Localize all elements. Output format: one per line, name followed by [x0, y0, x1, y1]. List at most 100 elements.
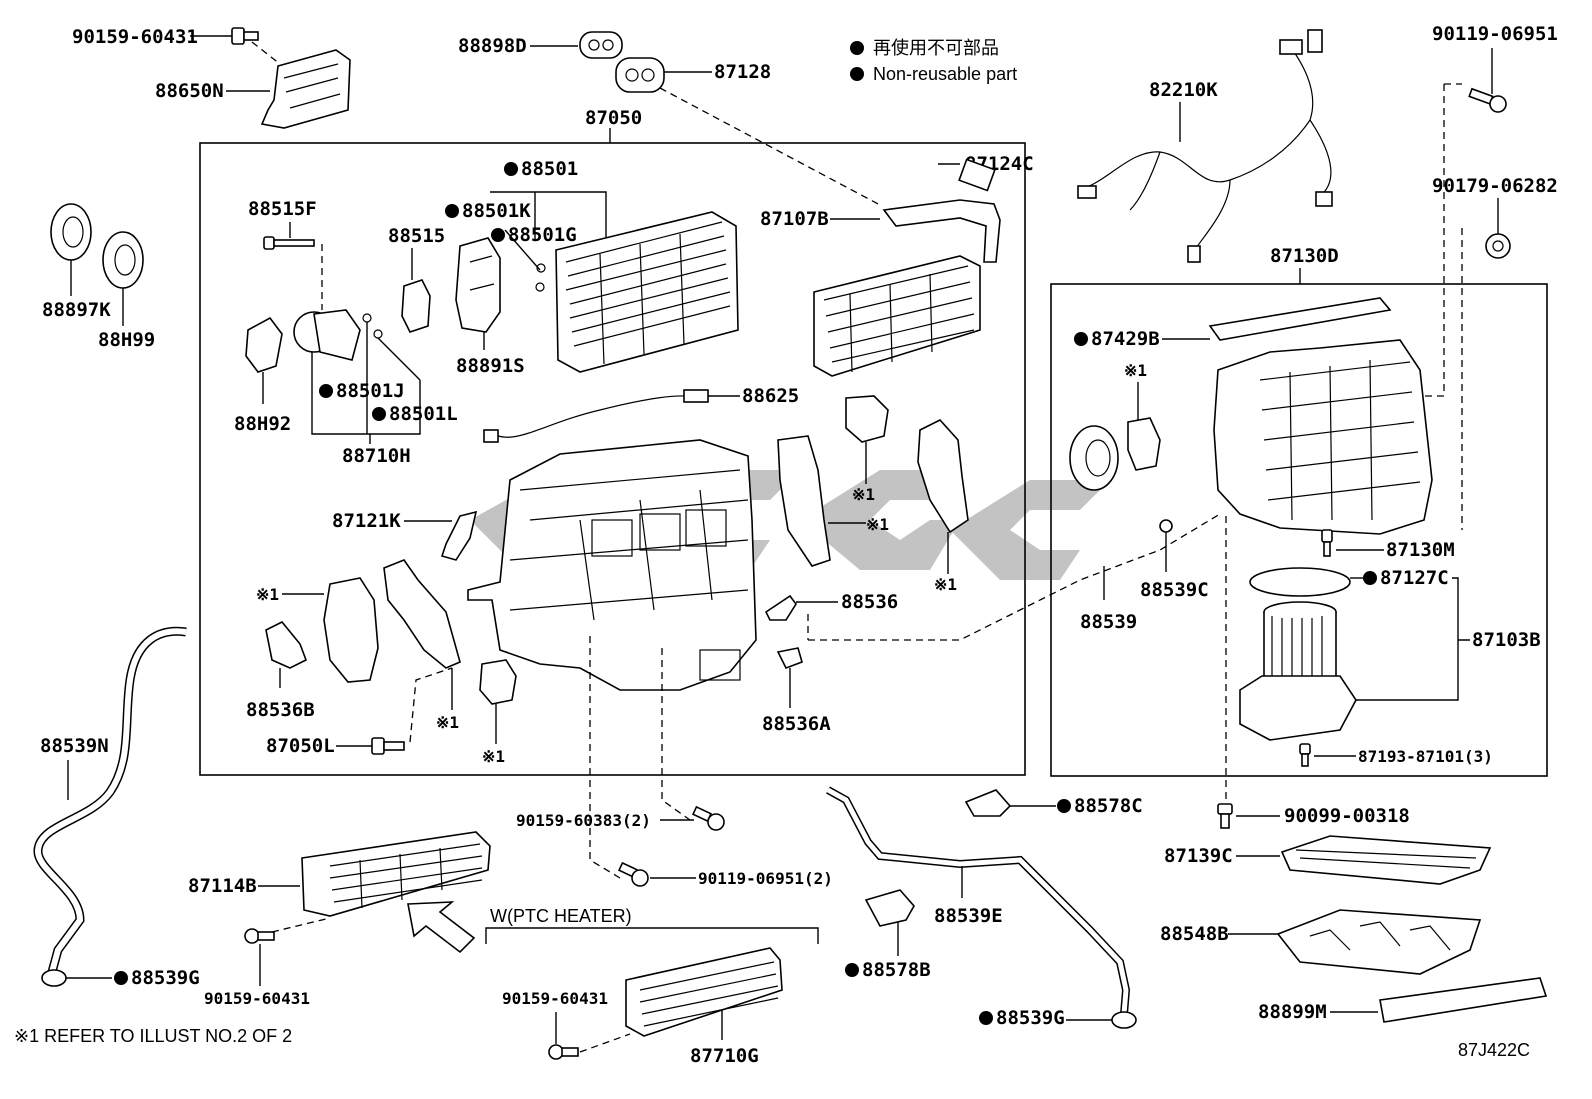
label-87050L: 87050L [266, 735, 335, 757]
label-x1-c: ※1 [934, 575, 957, 594]
part-88899M-cover [1379, 977, 1548, 1023]
footnote: ※1 REFER TO ILLUST NO.2 OF 2 [14, 1026, 292, 1046]
part-88539N-drain-hose [33, 626, 187, 974]
label-88539G-left: 88539G [131, 967, 200, 989]
arrow-icon [407, 901, 476, 954]
label-88710H: 88710H [342, 445, 411, 467]
label-88539E: 88539E [934, 905, 1003, 927]
label-88891S: 88891S [456, 355, 525, 377]
part-87114B-ptc-heater [301, 831, 491, 917]
label-88501K: 88501K [462, 200, 531, 222]
label-x1-d: ※1 [256, 585, 279, 604]
label-88515F: 88515F [248, 198, 317, 220]
label-88501J: 88501J [336, 380, 405, 402]
label-87050: 87050 [585, 107, 642, 129]
part-87050L-screw [371, 737, 405, 755]
part-87429B-seal [1208, 297, 1392, 341]
label-88578C: 88578C [1074, 795, 1143, 817]
label-90099-00318: 90099-00318 [1284, 805, 1410, 827]
part-actuator-bottom [479, 659, 517, 705]
part-88H99-seal [102, 231, 144, 289]
part-88539-hose [1101, 531, 1141, 565]
part-door-right [777, 435, 831, 567]
label-88578B: 88578B [862, 959, 931, 981]
part-87193-87101-screw [1299, 743, 1311, 767]
label-87114B: 87114B [188, 875, 257, 897]
label-88515: 88515 [388, 225, 445, 247]
label-88897K: 88897K [42, 299, 111, 321]
label-87130D: 87130D [1270, 245, 1339, 267]
label-x1-a: ※1 [852, 485, 875, 504]
part-87130D-blower-case [1213, 339, 1433, 535]
label-87128: 87128 [714, 61, 771, 83]
label-88625: 88625 [742, 385, 799, 407]
part-88650N-bracket [260, 49, 351, 129]
label-87127C: 87127C [1380, 567, 1449, 589]
label-87429B: 87429B [1091, 328, 1160, 350]
part-87103B-blower-motor [1239, 601, 1357, 741]
part-actuator-top [845, 395, 889, 443]
label-88501: 88501 [521, 158, 578, 180]
label-87710G: 87710G [690, 1045, 759, 1067]
part-87127C-gasket [1249, 567, 1351, 597]
label-90159-60383: 90159-60383(2) [516, 811, 651, 830]
label-87107B: 87107B [760, 208, 829, 230]
label-88548B: 88548B [1160, 923, 1229, 945]
label-88H99: 88H99 [98, 329, 155, 351]
label-88539C: 88539C [1140, 579, 1209, 601]
part-87139C-cabin-filter [1280, 835, 1492, 885]
label-88536A: 88536A [762, 713, 831, 735]
label-88536: 88536 [841, 591, 898, 613]
label-88536B: 88536B [246, 699, 315, 721]
part-90159-60383-bolt [691, 805, 725, 831]
label-88501L: 88501L [389, 403, 458, 425]
part-blower-motor-cover [1069, 425, 1119, 491]
part-88539G-right-grommet [1111, 1011, 1137, 1029]
label-x1-e: ※1 [436, 713, 459, 732]
part-88515F-screw [263, 236, 315, 250]
label-87193-87101: 87193-87101(3) [1358, 747, 1493, 766]
part-88897K-seal [50, 203, 92, 261]
part-88536-clip [764, 594, 797, 621]
part-88501-evaporator [555, 211, 739, 373]
label-87139C: 87139C [1164, 845, 1233, 867]
label-90159-60431-mid: 90159-60431 [502, 989, 608, 1008]
label-x1-b: ※1 [866, 515, 889, 534]
label-90179-06282: 90179-06282 [1432, 175, 1558, 197]
part-90159-60431-bl-screw [244, 928, 275, 944]
part-actuator-far-right [917, 419, 969, 534]
part-90179-06282-nut [1485, 233, 1511, 259]
label-90159-60431-top: 90159-60431 [72, 26, 198, 48]
part-88578B-clip [864, 889, 915, 927]
part-82210K-wire-harness [1077, 29, 1333, 263]
label-88898D: 88898D [458, 35, 527, 57]
part-90099-00318-screw [1217, 803, 1233, 829]
label-88H92: 88H92 [234, 413, 291, 435]
part-90159-60431-mid-screw [548, 1044, 579, 1060]
part-87107B-heater-core [813, 199, 1001, 377]
ptc-heater-note: W(PTC HEATER) [490, 906, 632, 926]
label-88539N: 88539N [40, 735, 109, 757]
legend: 再使用不可部品 Non-reusable part [850, 38, 1017, 84]
part-88891S-cover [455, 237, 501, 333]
label-88899M: 88899M [1258, 1001, 1327, 1023]
drawing-number: 87J422C [1458, 1040, 1530, 1060]
label-87103B: 87103B [1472, 629, 1541, 651]
assembly-box-87130D [1050, 283, 1548, 777]
part-88536B-bracket [265, 620, 308, 669]
part-hvac-case-87050 [467, 439, 757, 691]
label-82210K: 82210K [1149, 79, 1218, 101]
part-88710H-servo [293, 309, 361, 361]
part-88539E-drain-hose [826, 786, 1131, 1015]
label-88650N: 88650N [155, 80, 224, 102]
bolt-90159-60431-top [231, 27, 259, 45]
part-door-lower-left [383, 559, 461, 669]
part-90119-06951-2-bolt [617, 861, 649, 887]
part-88536A-clip [776, 647, 803, 670]
label-87130M: 87130M [1386, 539, 1455, 561]
label-87121K: 87121K [332, 510, 401, 532]
part-88548B-filter-case [1276, 909, 1482, 975]
part-actuator-lower-left [323, 577, 379, 683]
part-87130M-screw [1321, 529, 1333, 557]
